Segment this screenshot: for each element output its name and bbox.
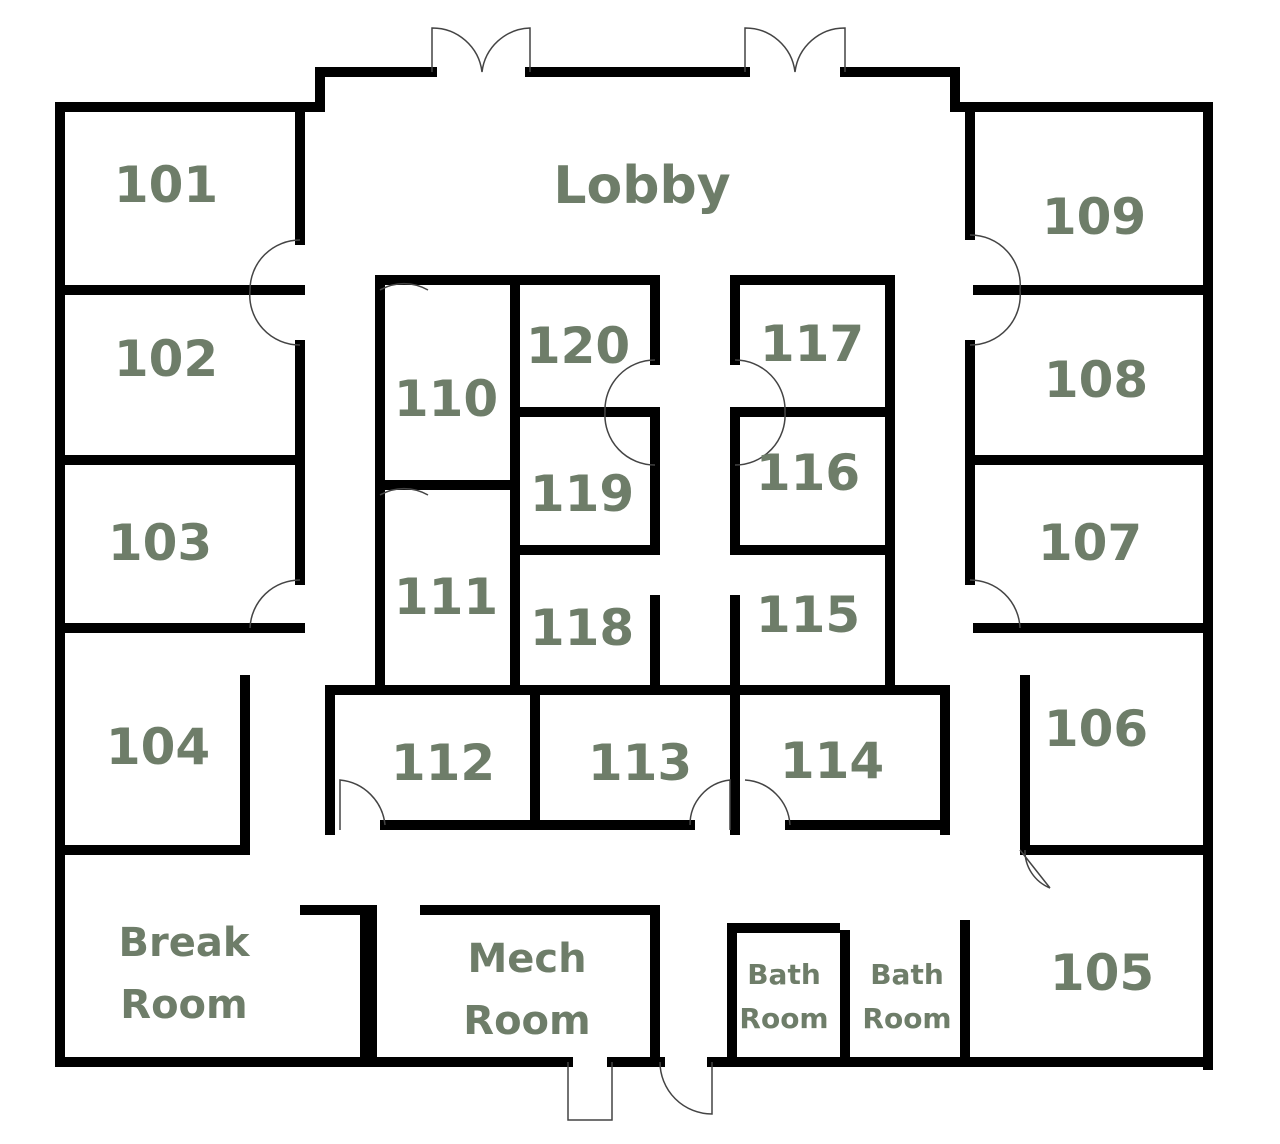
room-117: 117 [760,315,864,373]
room-118: 118 [530,599,634,657]
room-bath2-line2: Room [862,1002,951,1035]
room-103: 103 [108,514,212,572]
room-116: 116 [756,444,860,502]
room-106: 106 [1044,700,1148,758]
room-111: 111 [394,568,498,626]
room-bath1-line1: Bath [747,958,821,991]
room-112: 112 [391,734,495,792]
room-lobby: Lobby [553,156,730,216]
room-108: 108 [1044,351,1148,409]
room-105: 105 [1050,944,1154,1002]
room-101: 101 [114,156,218,214]
room-109: 109 [1042,188,1146,246]
room-107: 107 [1038,514,1142,572]
room-bath2-line1: Bath [870,958,944,991]
room-113: 113 [588,734,692,792]
room-bath1-line2: Room [739,1002,828,1035]
room-mech-line1: Mech [467,936,586,982]
walls [55,67,1213,1070]
doors [249,27,1051,1121]
room-102: 102 [114,330,218,388]
room-break-line2: Room [120,982,247,1028]
room-104: 104 [106,718,210,776]
room-mech-line2: Room [463,998,590,1044]
room-break-line1: Break [119,920,251,966]
room-120: 120 [526,317,630,375]
room-110: 110 [394,370,498,428]
room-114: 114 [780,732,884,790]
room-119: 119 [530,465,634,523]
room-115: 115 [756,586,860,644]
room-labels: Lobby 101 102 103 104 105 106 107 108 10… [106,156,1154,1044]
